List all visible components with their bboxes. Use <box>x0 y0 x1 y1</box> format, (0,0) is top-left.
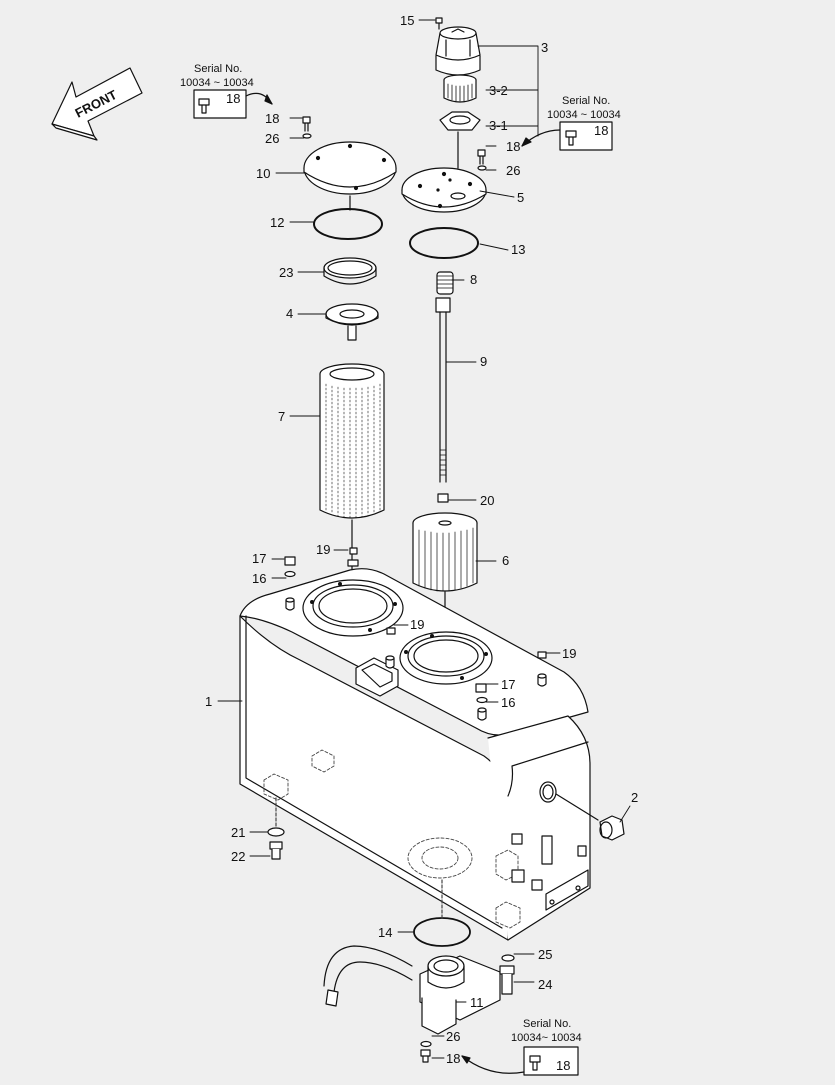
part-19-plug <box>347 547 359 567</box>
part-15-screw <box>435 17 443 30</box>
label-17a: 17 <box>252 551 266 566</box>
part-26-washer-bottom <box>420 1040 432 1048</box>
label-12: 12 <box>270 215 284 230</box>
part-10-cover <box>303 141 397 195</box>
part-22-bolt <box>269 841 283 860</box>
label-19b: 19 <box>410 617 424 632</box>
label-15: 15 <box>400 13 414 28</box>
bolt-icon <box>565 130 577 146</box>
part-labels: 15 3 3-2 3-1 18 26 10 18 26 5 12 13 23 8… <box>205 13 638 1066</box>
part-8-spring <box>436 271 454 295</box>
part-19-plug-right <box>537 651 547 659</box>
part-1-tank <box>239 568 591 941</box>
label-23: 23 <box>279 265 293 280</box>
label-6: 6 <box>502 553 509 568</box>
part-23-snap-ring <box>323 257 377 285</box>
label-13: 13 <box>511 242 525 257</box>
bolt-icon <box>198 98 210 114</box>
label-16b: 16 <box>501 695 515 710</box>
part-13-o-ring <box>409 227 479 259</box>
part-11-suction-flange <box>323 945 501 1035</box>
label-11: 11 <box>470 995 484 1010</box>
part-16-washer-left <box>284 570 296 578</box>
label-17b: 17 <box>501 677 515 692</box>
front-arrow-icon: FRONT <box>51 67 143 141</box>
label-7: 7 <box>278 409 285 424</box>
part-24-fitting <box>499 965 515 995</box>
serial-title: Serial No. <box>523 1018 571 1030</box>
label-8: 8 <box>470 272 477 287</box>
serial-part: 18 <box>226 91 240 106</box>
serial-title: Serial No. <box>562 95 610 107</box>
label-1: 1 <box>205 694 212 709</box>
part-3-1-gasket <box>439 111 481 131</box>
serial-range: 10034 ~ 10034 <box>180 77 254 89</box>
part-20-nut <box>437 493 449 503</box>
label-16a: 16 <box>252 571 266 586</box>
label-21: 21 <box>231 825 245 840</box>
part-6-strainer <box>412 512 478 592</box>
part-18-bolt-left <box>302 116 312 139</box>
part-21-washer <box>267 827 285 837</box>
part-5-cover-plate <box>401 167 487 213</box>
part-7-filter-element <box>319 363 385 519</box>
bolt-icon <box>529 1055 541 1071</box>
label-20: 20 <box>480 493 494 508</box>
label-19a: 19 <box>316 542 330 557</box>
serial-range: 10034 ~ 10034 <box>547 109 621 121</box>
label-25: 25 <box>538 947 552 962</box>
label-3: 3 <box>541 40 548 55</box>
label-18a: 18 <box>265 111 279 126</box>
label-9: 9 <box>480 354 487 369</box>
part-12-o-ring <box>313 208 383 240</box>
part-25-o-ring <box>501 954 515 962</box>
label-19c: 19 <box>562 646 576 661</box>
part-9-rod <box>435 297 451 483</box>
part-19-plug-mid <box>386 627 396 635</box>
part-17-plug-right <box>475 683 487 693</box>
part-3-2-element <box>443 74 477 103</box>
serial-part: 18 <box>594 123 608 138</box>
part-16-washer-right <box>476 696 488 704</box>
label-18c: 18 <box>446 1051 460 1066</box>
label-22: 22 <box>231 849 245 864</box>
label-3-2: 3-2 <box>489 83 508 98</box>
label-5: 5 <box>517 190 524 205</box>
part-2-plug <box>599 815 625 841</box>
label-10: 10 <box>256 166 270 181</box>
part-3-filler-cap <box>435 26 481 76</box>
serial-note-left: Serial No. 10034 ~ 10034 18 <box>180 63 273 119</box>
label-4: 4 <box>286 306 293 321</box>
label-26a: 26 <box>265 131 279 146</box>
label-2: 2 <box>631 790 638 805</box>
label-26b: 26 <box>506 163 520 178</box>
serial-part: 18 <box>556 1058 570 1073</box>
label-18b: 18 <box>506 139 520 154</box>
part-14-o-ring <box>413 917 471 947</box>
serial-note-bottom: Serial No. 10034~ 10034 18 <box>461 1018 582 1076</box>
serial-range: 10034~ 10034 <box>511 1032 582 1044</box>
part-18-bolt-bottom <box>420 1049 431 1063</box>
label-3-1: 3-1 <box>489 118 508 133</box>
part-17-plug-left <box>284 556 296 566</box>
label-14: 14 <box>378 925 392 940</box>
label-24: 24 <box>538 977 552 992</box>
part-18-bolt-right <box>477 149 487 171</box>
label-26c: 26 <box>446 1029 460 1044</box>
part-4-bypass-valve <box>325 303 379 341</box>
serial-title: Serial No. <box>194 63 242 75</box>
serial-note-right: Serial No. 10034 ~ 10034 18 <box>521 95 621 151</box>
leader-lines <box>217 19 631 1059</box>
